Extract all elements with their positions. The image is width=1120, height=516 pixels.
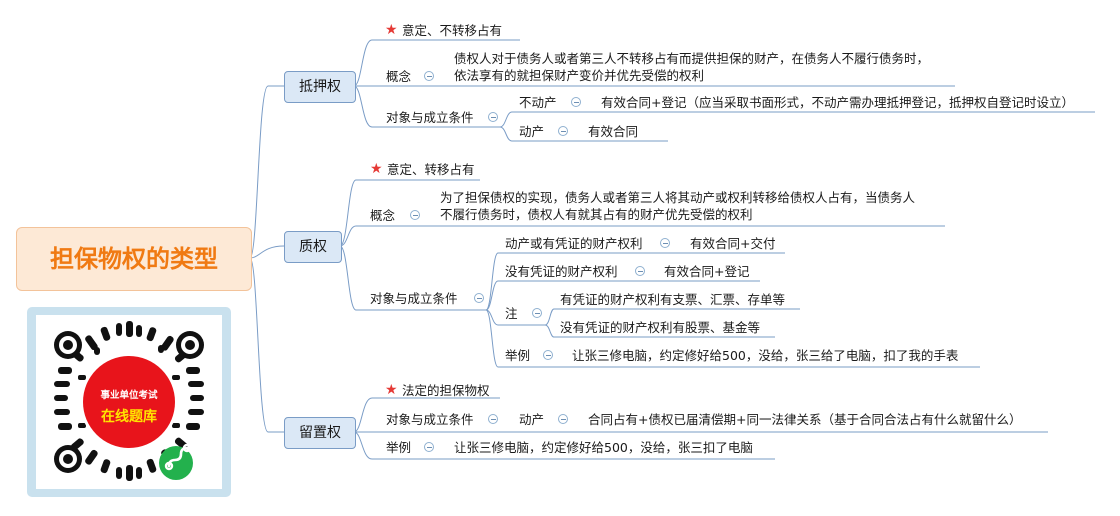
mortgage-concept-label: 概念 <box>386 69 412 84</box>
star-icon: ★ <box>385 382 398 398</box>
branch-node-lien[interactable]: 留置权 <box>284 417 356 449</box>
collapse-icon[interactable] <box>532 308 542 318</box>
pledge-item-1-text: 有效合同+交付 <box>690 236 776 251</box>
collapse-icon[interactable] <box>543 350 553 360</box>
mortgage-movable-label: 动产 <box>519 124 545 139</box>
collapse-icon[interactable] <box>424 71 434 81</box>
collapse-icon[interactable] <box>558 414 568 424</box>
collapse-icon[interactable] <box>474 293 484 303</box>
branch-node-mortgage[interactable]: 抵押权 <box>284 71 356 103</box>
qr-code-inner: 事业单位考试 在线题库 <box>36 315 222 489</box>
mortgage-immovable-label: 不动产 <box>519 95 557 110</box>
pledge-item-2-text: 有效合同+登记 <box>664 264 750 279</box>
pledge-note-label: 注 <box>505 306 518 321</box>
qr-code-panel: 事业单位考试 在线题库 <box>27 307 231 497</box>
mortgage-immovable-text: 有效合同+登记（应当采取书面形式，不动产需办理抵押登记，抵押权自登记时设立） <box>601 95 1074 110</box>
pledge-concept-line-1: 为了担保债权的实现，债务人或者第三人将其动产或权利转移给债权人占有，当债务人 <box>440 190 916 205</box>
collapse-icon[interactable] <box>488 414 498 424</box>
star-icon: ★ <box>370 161 383 177</box>
lien-movable-text: 合同占有+债权已届清偿期+同一法律关系（基于合同合法占有什么就留什么） <box>588 412 1022 427</box>
collapse-icon[interactable] <box>424 442 434 452</box>
collapse-icon[interactable] <box>660 238 670 248</box>
pledge-feature: 意定、转移占有 <box>387 162 475 177</box>
lien-example-text: 让张三修电脑，约定修好给500，没给，张三扣了电脑 <box>454 440 753 455</box>
pledge-concept-line-2: 不履行债务时，债权人有就其占有的财产优先受偿的权利 <box>440 207 753 222</box>
pledge-condition-label: 对象与成立条件 <box>370 291 458 306</box>
pledge-note-2: 没有凭证的财产权利有股票、基金等 <box>560 320 761 335</box>
root-node[interactable]: 担保物权的类型 <box>16 227 252 291</box>
lien-movable-label: 动产 <box>519 412 545 427</box>
lien-condition-label: 对象与成立条件 <box>386 412 474 427</box>
pledge-item-1-label: 动产或有凭证的财产权利 <box>505 236 643 251</box>
collapse-icon[interactable] <box>410 210 420 220</box>
pledge-item-2-label: 没有凭证的财产权利 <box>505 264 618 279</box>
collapse-icon[interactable] <box>488 112 498 122</box>
lien-feature: 法定的担保物权 <box>402 383 490 398</box>
lien-example-label: 举例 <box>386 440 412 455</box>
mortgage-condition-label: 对象与成立条件 <box>386 110 474 125</box>
mini-program-code-icon <box>54 321 204 481</box>
pledge-example-label: 举例 <box>505 348 531 363</box>
branch-node-pledge[interactable]: 质权 <box>284 231 342 263</box>
collapse-icon[interactable] <box>571 97 581 107</box>
pledge-concept-label: 概念 <box>370 208 396 223</box>
mortgage-feature: 意定、不转移占有 <box>402 23 503 38</box>
badge-line-1: 事业单位考试 <box>100 390 158 401</box>
pledge-note-1: 有凭证的财产权利有支票、汇票、存单等 <box>560 292 786 307</box>
mortgage-concept-line-2: 依法享有的就担保财产变价并优先受偿的权利 <box>454 68 705 83</box>
pledge-example-text: 让张三修电脑，约定修好给500，没给，张三给了电脑，扣了我的手表 <box>572 348 959 363</box>
mortgage-movable-text: 有效合同 <box>588 124 639 139</box>
collapse-icon[interactable] <box>558 126 568 136</box>
star-icon: ★ <box>385 22 398 38</box>
badge-line-2: 在线题库 <box>101 409 157 425</box>
collapse-icon[interactable] <box>635 266 645 276</box>
mortgage-concept-line-1: 债权人对于债务人或者第三人不转移占有而提供担保的财产，在债务人不履行债务时， <box>454 51 930 66</box>
